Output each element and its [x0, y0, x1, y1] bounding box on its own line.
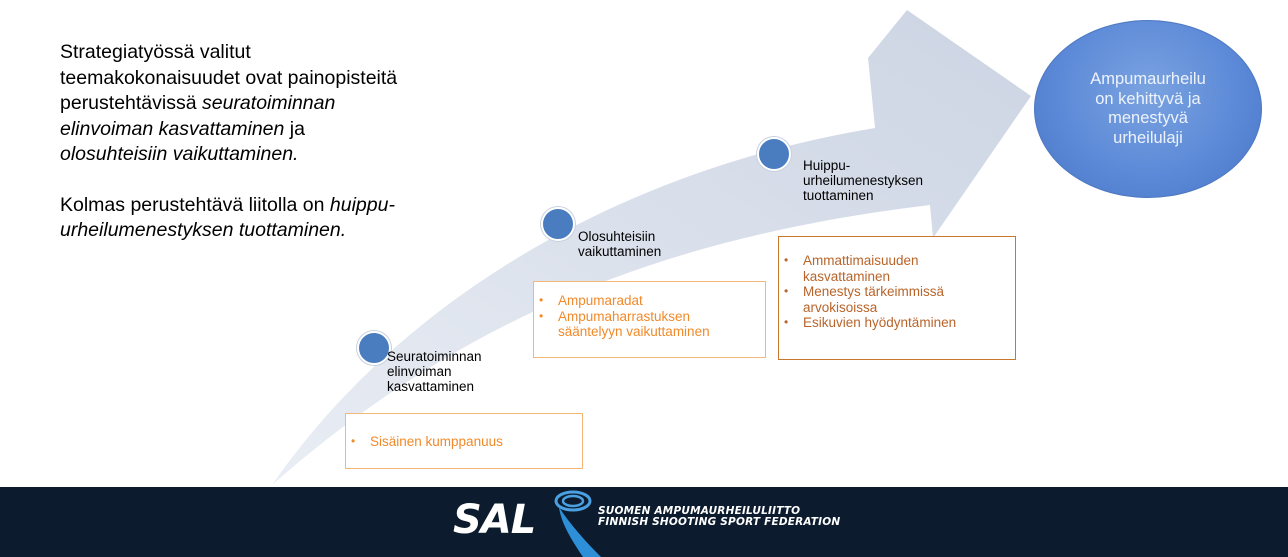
intro-paragraph-2: Kolmas perustehtävä liitolla on huippu-u… [60, 193, 395, 242]
step-1-label: Seuratoiminnan elinvoiman kasvattaminen [387, 349, 482, 394]
intro-paragraph-1: Strategiatyössä valitut teemakokonaisuud… [60, 41, 398, 165]
list-item: Ampumaradat [534, 293, 765, 309]
step-2-list: Ampumaradat Ampumaharrastuksen sääntelyy… [534, 293, 765, 340]
step-1-list: Sisäinen kumppanuus [346, 434, 582, 450]
step-3-box: Ammattimaisuuden kasvattaminen Menestys … [778, 236, 1016, 360]
target-swoosh-icon [554, 490, 601, 557]
list-item: Ammattimaisuuden kasvattaminen [779, 253, 1015, 284]
list-item: Menestys tärkeimmissä arvokisoissa [779, 284, 1015, 315]
step-2-marker [541, 207, 575, 241]
step-2-box: Ampumaradat Ampumaharrastuksen sääntelyy… [533, 281, 766, 358]
step-2-label: Olosuhteisiin vaikuttaminen [578, 229, 662, 259]
org-name-en: FINNISH SHOOTING SPORT FEDERATION [598, 516, 841, 528]
list-item: Sisäinen kumppanuus [346, 434, 582, 450]
step-3-marker [757, 137, 791, 171]
intro-text: Strategiatyössä valitut teemakokonaisuud… [60, 40, 405, 244]
list-item: Esikuvien hyödyntäminen [779, 315, 1015, 331]
step-1-box: Sisäinen kumppanuus [345, 413, 583, 469]
step-3-list: Ammattimaisuuden kasvattaminen Menestys … [779, 253, 1015, 331]
logo-org-name: SUOMEN AMPUMAURHEILULIITTO FINNISH SHOOT… [598, 506, 840, 528]
logo-abbr: SAL [453, 497, 536, 543]
step-3-label: Huippu- urheilumenestyksen tuottaminen [803, 158, 924, 203]
step-1-marker [357, 331, 391, 365]
list-item: Ampumaharrastuksen sääntelyyn vaikuttami… [534, 309, 765, 340]
goal-ellipse: Ampumaurheilu on kehittyvä ja menestyvä … [1034, 20, 1262, 198]
goal-text: Ampumaurheilu on kehittyvä ja menestyvä … [1090, 70, 1206, 147]
footer-bar: SAL SUOMEN AMPUMAURHEILULIITTO FINNISH S… [0, 487, 1288, 557]
org-name-fi: SUOMEN AMPUMAURHEILULIITTO [598, 505, 801, 517]
